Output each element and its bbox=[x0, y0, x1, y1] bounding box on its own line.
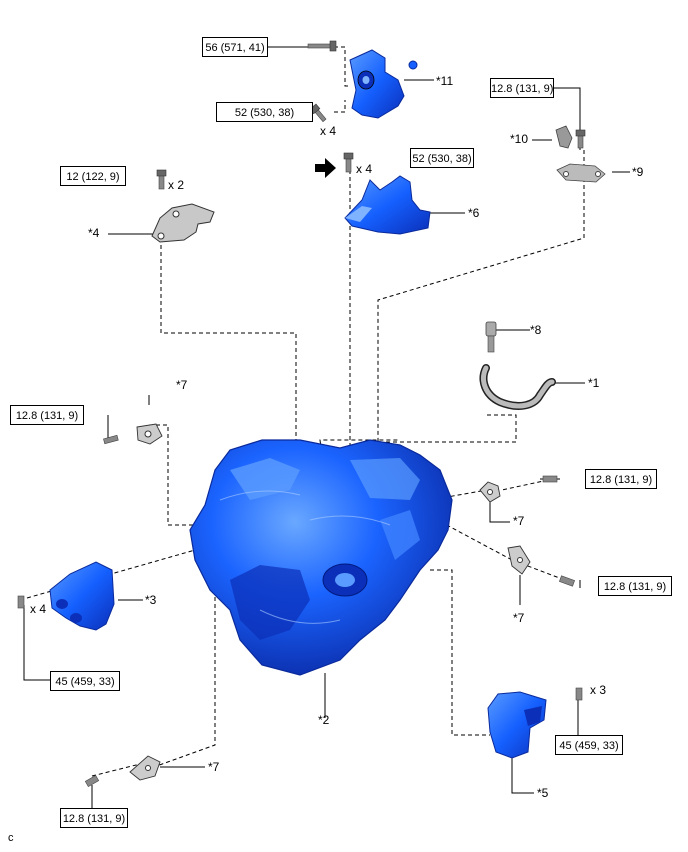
callout-part-4: *4 bbox=[88, 226, 100, 240]
bracket-part-5 bbox=[487, 687, 583, 759]
callout-part-7-bottom: *7 bbox=[208, 760, 220, 774]
callout-part-9: *9 bbox=[632, 165, 644, 179]
bolt-56 bbox=[307, 40, 337, 52]
callout-part-7-right-lower: *7 bbox=[513, 611, 525, 625]
callout-part-7-right-upper: *7 bbox=[513, 514, 525, 528]
quantity-bracket-6-bolts: x 4 bbox=[356, 162, 373, 176]
breather-plug-part-8 bbox=[485, 321, 497, 353]
torque-spec-bracket-5: 45 (459, 33) bbox=[555, 735, 623, 755]
torque-spec-clamp-10: 12.8 (131, 9) bbox=[490, 78, 554, 98]
quantity-bracket-3-bolts: x 4 bbox=[30, 602, 47, 616]
callout-part-1: *1 bbox=[588, 376, 600, 390]
bracket-part-7-bottom bbox=[84, 755, 161, 788]
callout-part-5: *5 bbox=[537, 786, 549, 800]
bracket-part-6 bbox=[343, 152, 431, 235]
bracket-part-3 bbox=[17, 561, 115, 631]
quantity-bracket-5-bolts: x 3 bbox=[590, 683, 607, 697]
torque-spec-mount-bolt: 56 (571, 41) bbox=[202, 37, 268, 57]
torque-spec-bracket-7-bottom: 12.8 (131, 9) bbox=[60, 808, 128, 828]
quantity-mount-bolts: x 4 bbox=[320, 124, 337, 138]
torque-spec-bracket-4: 12 (122, 9) bbox=[60, 166, 126, 186]
bracket-part-4 bbox=[151, 169, 215, 243]
torque-spec-bracket-7-left: 12.8 (131, 9) bbox=[10, 405, 84, 425]
bracket-part-9 bbox=[556, 163, 606, 183]
illustration-code: c bbox=[8, 832, 14, 844]
torque-spec-bracket-3: 45 (459, 33) bbox=[50, 671, 120, 691]
bracket-part-7-upper-left bbox=[103, 423, 163, 445]
quantity-bracket-4-bolts: x 2 bbox=[168, 178, 185, 192]
torque-spec-bracket-7-right-upper: 12.8 (131, 9) bbox=[585, 469, 657, 489]
callout-part-11: *11 bbox=[436, 74, 454, 88]
direction-arrow-icon bbox=[315, 158, 336, 178]
breather-hose-part-1 bbox=[479, 364, 556, 410]
callout-part-10: *10 bbox=[510, 132, 529, 146]
callout-part-7-upper-left: *7 bbox=[176, 378, 188, 392]
transaxle-assembly-part-2 bbox=[189, 439, 453, 676]
torque-spec-bracket-6: 52 (530, 38) bbox=[410, 148, 474, 168]
bracket-part-7-right-lower bbox=[507, 545, 575, 587]
torque-spec-mount-nut: 52 (530, 38) bbox=[216, 102, 313, 122]
bracket-part-7-right-upper bbox=[479, 475, 558, 503]
engine-mount-part-11 bbox=[349, 49, 418, 119]
clamp-part-10 bbox=[555, 125, 586, 149]
callout-part-6: *6 bbox=[468, 206, 480, 220]
callout-part-8: *8 bbox=[530, 323, 542, 337]
callout-part-3: *3 bbox=[145, 593, 157, 607]
callout-part-2: *2 bbox=[318, 713, 330, 727]
torque-spec-bracket-7-right-lower: 12.8 (131, 9) bbox=[598, 576, 672, 596]
